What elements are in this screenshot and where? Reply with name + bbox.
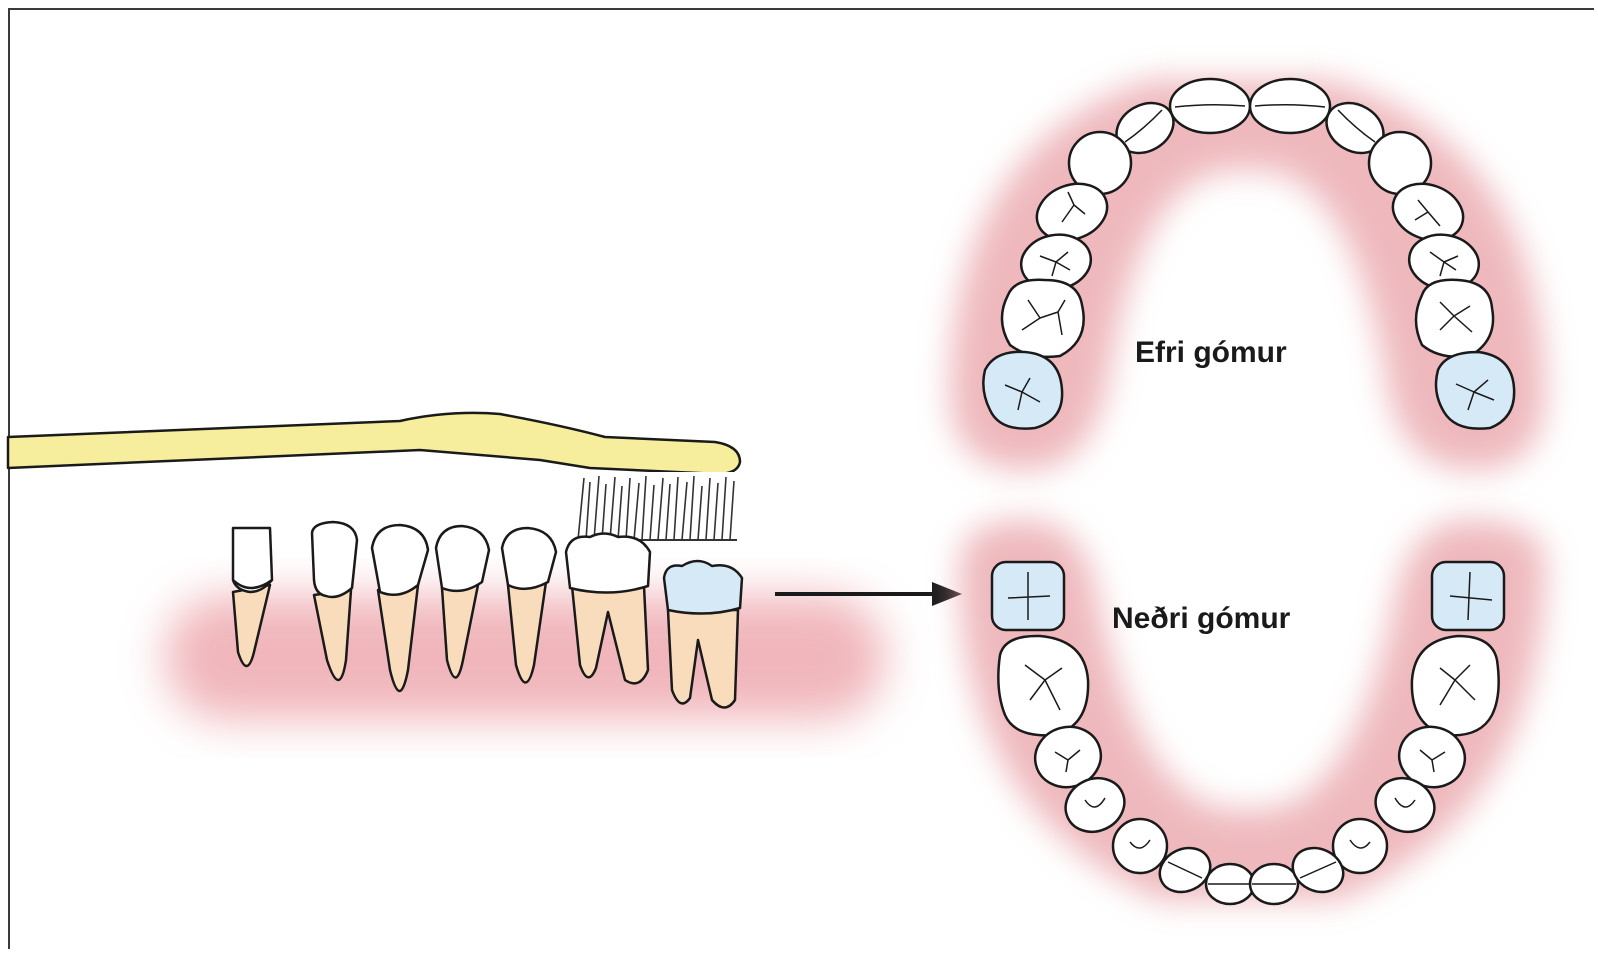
- upper-tooth-highlighted: [983, 352, 1062, 429]
- side-view: [8, 413, 962, 720]
- lower-tooth: [998, 636, 1088, 735]
- upper-tooth: [1416, 280, 1493, 357]
- upper-tooth: [1002, 280, 1084, 357]
- upper-arch: Efri gómur: [950, 79, 1545, 470]
- lower-tooth-highlighted: [1432, 562, 1504, 630]
- toothbrush-bristles: [575, 472, 737, 540]
- lower-arch-label: Neðri gómur: [1112, 602, 1291, 635]
- lower-tooth: [1113, 819, 1167, 873]
- lower-tooth: [1412, 636, 1499, 735]
- lower-tooth-highlighted: [992, 562, 1064, 630]
- toothbrush-handle: [8, 413, 740, 474]
- upper-tooth: [1250, 79, 1330, 133]
- upper-tooth-highlighted: [1436, 352, 1514, 429]
- lower-arch: Neðri gómur: [960, 520, 1545, 904]
- lower-tooth: [1206, 864, 1254, 904]
- lower-tooth: [1250, 864, 1298, 904]
- upper-arch-label: Efri gómur: [1135, 336, 1287, 369]
- upper-tooth: [1170, 79, 1250, 133]
